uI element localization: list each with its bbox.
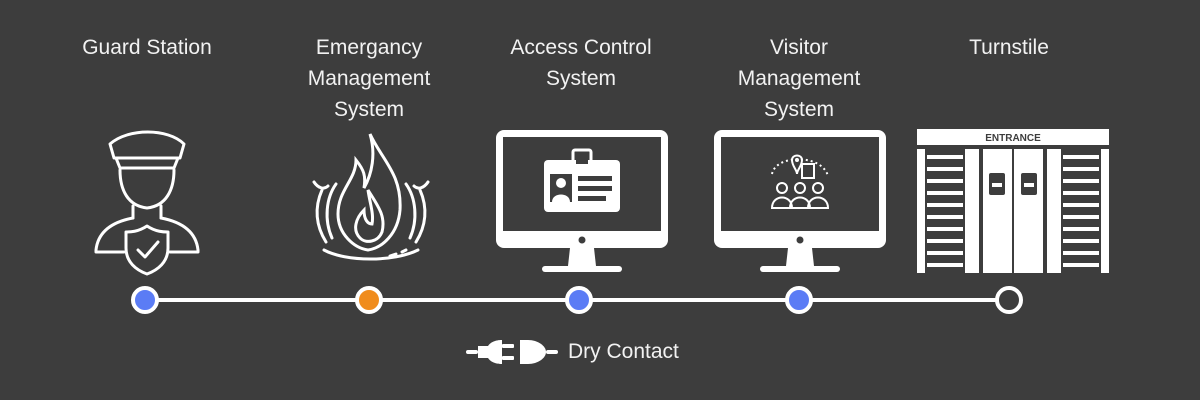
node-title-turnstile: Turnstile [969, 36, 1049, 59]
plug-connector-icon [466, 340, 558, 364]
guard-icon [94, 130, 200, 276]
turnstile-icon: ENTRANCE [917, 129, 1109, 273]
dot-visitor-management [785, 286, 813, 314]
id-card-monitor-icon [496, 130, 668, 272]
dot-guard-station [131, 286, 159, 314]
legend-label: Dry Contact [568, 340, 679, 363]
dot-emergency-management [355, 286, 383, 314]
legend: Dry Contact [466, 338, 679, 366]
node-title-visitor-management: Visitor Management System [737, 36, 861, 121]
node-title-guard-station: Guard Station [82, 36, 212, 59]
dot-turnstile [995, 286, 1023, 314]
dot-access-control [565, 286, 593, 314]
node-title-emergency-management: Emergancy Management System [307, 36, 431, 121]
flame-icon [312, 133, 430, 261]
visitor-monitor-icon [714, 130, 886, 272]
turnstile-sign: ENTRANCE [985, 133, 1041, 144]
node-title-access-control: Access Control System [510, 36, 652, 90]
